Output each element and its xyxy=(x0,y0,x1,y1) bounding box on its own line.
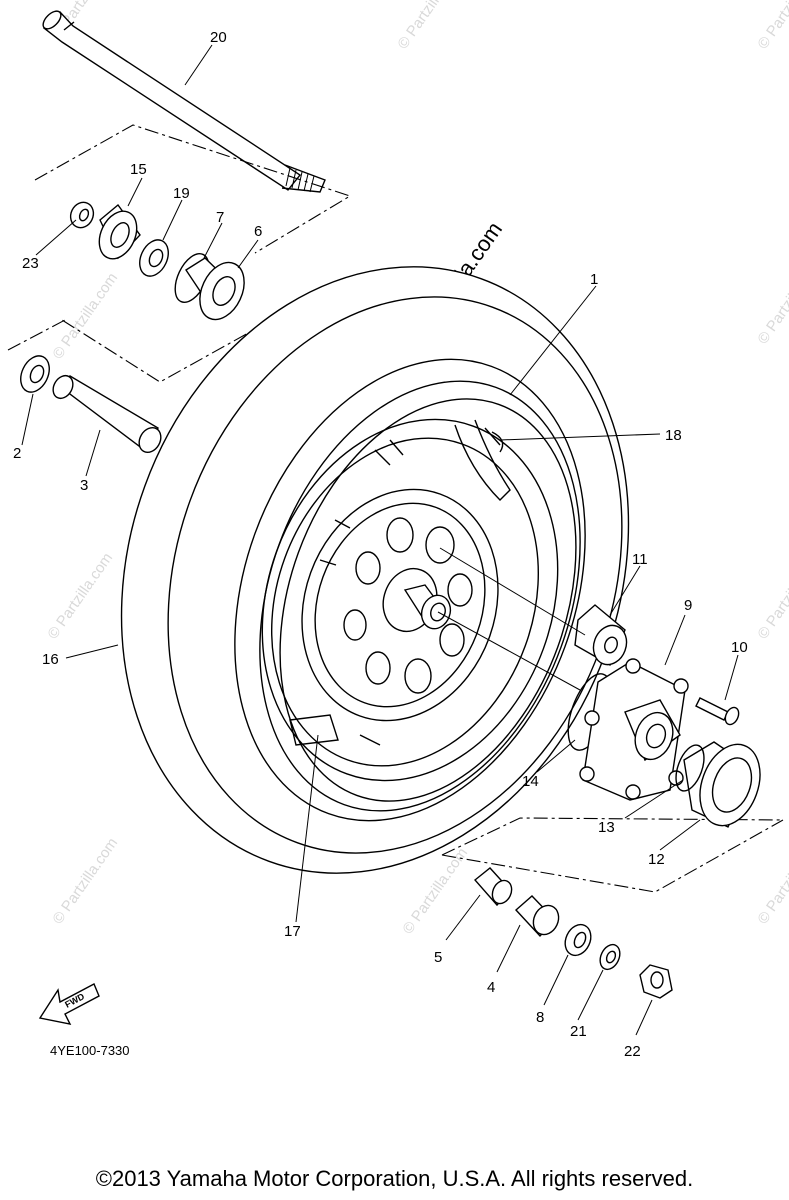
callout-10: 10 xyxy=(731,639,748,656)
callout-6: 6 xyxy=(254,223,262,240)
callout-14: 14 xyxy=(522,773,539,790)
callout-4: 4 xyxy=(487,979,495,996)
collar-part-19 xyxy=(139,239,169,277)
assembly-guide-right xyxy=(441,817,784,893)
seal-part-2 xyxy=(20,355,50,393)
bearing-part-12 xyxy=(683,741,761,828)
copyright-notice: ©2013 Yamaha Motor Corporation, U.S.A. A… xyxy=(95,1166,694,1191)
assembly-guide-left-lower xyxy=(7,319,269,383)
axle-part-20 xyxy=(42,10,326,193)
callout-19: 19 xyxy=(173,185,190,202)
watermark: © Partzilla.com xyxy=(49,835,121,928)
callout-7: 7 xyxy=(216,209,224,226)
clutch-hub-part-9 xyxy=(579,658,689,801)
spacer-part-3 xyxy=(52,374,162,454)
callouts: 20 15 19 7 6 23 1 2 3 18 11 9 10 16 14 1… xyxy=(13,29,748,1060)
washer-part-23 xyxy=(69,201,95,229)
collar-part-4 xyxy=(514,895,560,938)
callout-8: 8 xyxy=(536,1009,544,1026)
part-code: 4YE100-7330 xyxy=(50,1043,130,1058)
assembly-guide-left xyxy=(34,124,352,254)
callout-15: 15 xyxy=(130,161,147,178)
callout-21: 21 xyxy=(570,1023,587,1040)
collar-part-5 xyxy=(473,867,513,907)
callout-16: 16 xyxy=(42,651,59,668)
bearing-part-6 xyxy=(185,257,245,321)
watermark: © Partzilla.com xyxy=(394,0,466,52)
callout-12: 12 xyxy=(648,851,665,868)
callout-13: 13 xyxy=(598,819,615,836)
collar-part-11 xyxy=(574,604,628,666)
callout-20: 20 xyxy=(210,29,227,46)
watermark: © Partzilla.com xyxy=(44,550,116,643)
callout-17: 17 xyxy=(284,923,301,940)
washer-part-21 xyxy=(599,943,621,971)
leader-lines xyxy=(21,44,739,1036)
watermark: © Partzilla.com xyxy=(754,550,789,643)
nut-part-22 xyxy=(639,964,673,999)
oil-seal-part-15 xyxy=(98,203,141,260)
wheel-tire-part-16 xyxy=(120,266,630,874)
watermark: © Partzilla.com xyxy=(754,255,789,348)
callout-5: 5 xyxy=(434,949,442,966)
callout-3: 3 xyxy=(80,477,88,494)
seal-part-13 xyxy=(675,744,705,792)
callout-23: 23 xyxy=(22,255,39,272)
watermark: © Partzilla.com xyxy=(754,0,789,52)
callout-22: 22 xyxy=(624,1043,641,1060)
callout-9: 9 xyxy=(684,597,692,614)
callout-11: 11 xyxy=(632,551,648,568)
callout-1: 1 xyxy=(590,271,598,288)
watermark: © Partzilla.com xyxy=(49,270,121,363)
fwd-arrow-icon: FWD xyxy=(38,983,100,1025)
callout-2: 2 xyxy=(13,445,21,462)
washer-part-8 xyxy=(564,923,592,957)
callout-18: 18 xyxy=(665,427,682,444)
bolt-part-10 xyxy=(695,697,740,726)
watermark: © Partzilla.com xyxy=(754,835,789,928)
